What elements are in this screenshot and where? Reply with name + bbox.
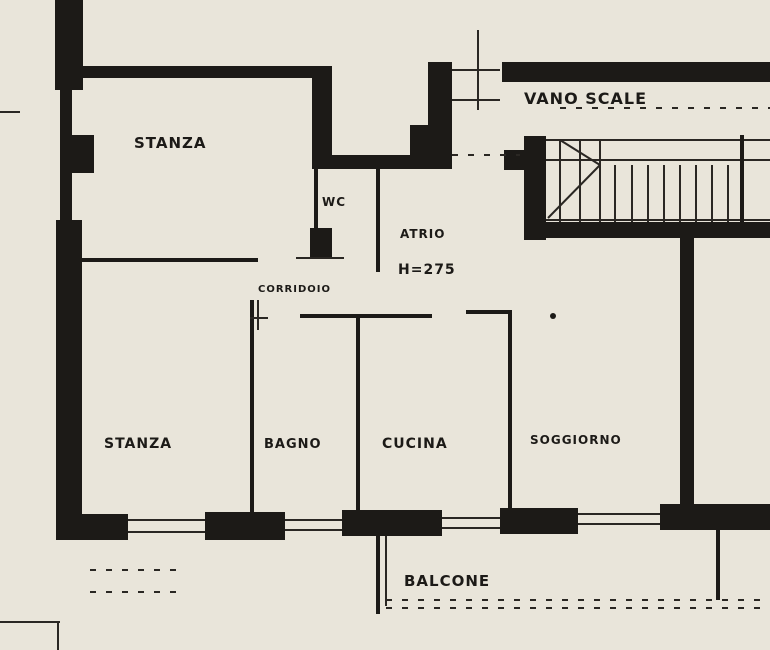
wall-bottom-2 [205, 512, 285, 540]
stair-treads [546, 135, 770, 222]
label-corridoio: CORRIDOIO [258, 284, 331, 295]
label-bagno: BAGNO [264, 437, 322, 452]
label-wc: WC [322, 195, 346, 209]
wall-wc-pillar [310, 228, 332, 258]
label-stanza-upper: STANZA [134, 134, 207, 152]
wall-top-stanza [70, 66, 332, 78]
wall-bottom-4 [500, 508, 578, 534]
wall-left-mid [60, 90, 72, 220]
facade-windows [128, 513, 660, 533]
wall-bottom-3 [342, 510, 442, 536]
dimension-marks [0, 30, 770, 319]
label-stanza-lower: STANZA [104, 436, 172, 452]
wall-stair-bottom [530, 222, 770, 238]
structural-walls [55, 0, 770, 540]
wall-bottom-5 [660, 504, 770, 530]
wall-vano-top [502, 62, 770, 82]
wall-soggiorno-right [680, 238, 694, 508]
label-soggiorno: SOGGIORNO [530, 433, 622, 447]
label-height: H=275 [398, 262, 456, 278]
wall-stair-door [504, 150, 530, 170]
balcony-outline [0, 528, 770, 650]
label-cucina: CUCINA [382, 436, 448, 452]
wall-stair-left [428, 62, 452, 167]
label-vano-scale: VANO SCALE [524, 89, 647, 108]
wall-bottom-1 [56, 514, 128, 540]
wall-left-lower [56, 220, 82, 540]
partition-walls [82, 168, 512, 514]
wall-stanza-right [312, 66, 332, 166]
label-balcone: BALCONE [404, 572, 490, 590]
wall-stair-left-post [524, 136, 546, 240]
label-atrio: ATRIO [400, 227, 445, 241]
